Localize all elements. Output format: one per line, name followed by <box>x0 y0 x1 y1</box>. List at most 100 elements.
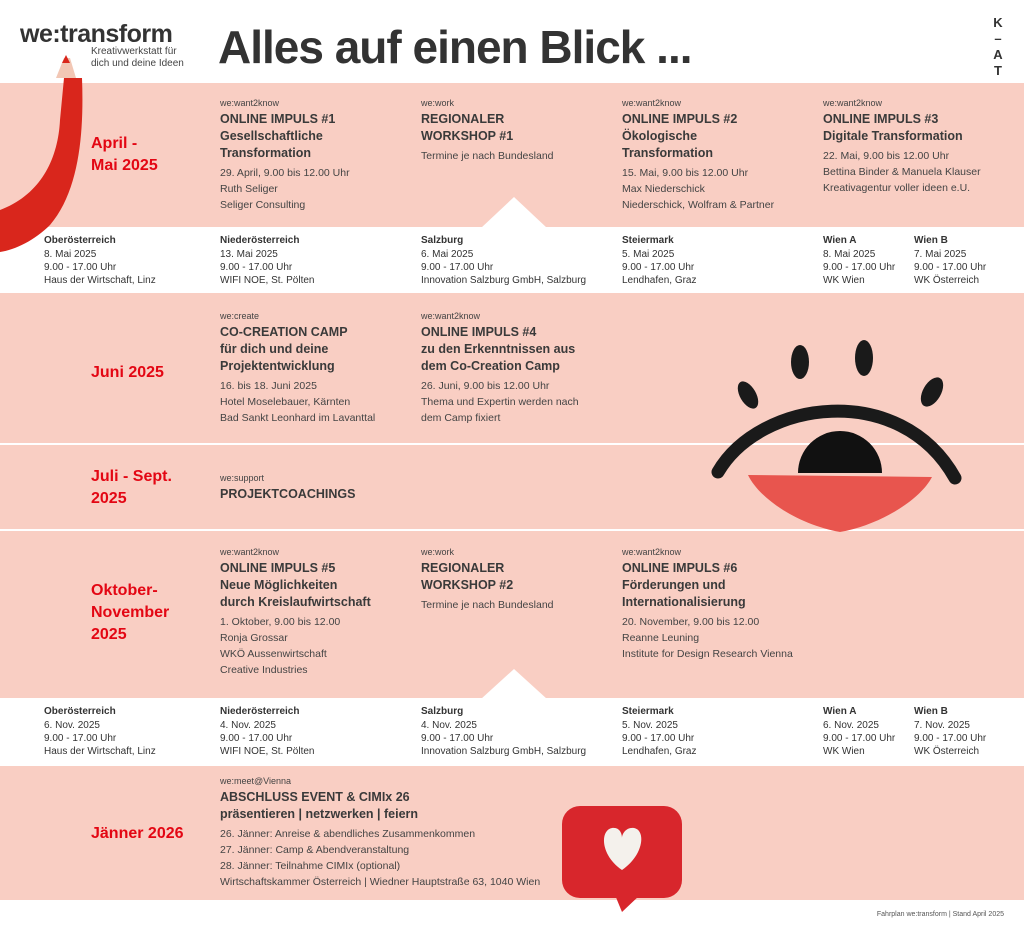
event-detail-line: Institute for Design Research Vienna <box>622 648 793 660</box>
region-name: Wien B <box>914 706 948 717</box>
kat-letter: K <box>993 15 1003 30</box>
event-title-line: ABSCHLUSS EVENT & CIMIx 26 <box>220 790 410 804</box>
event-title: PROJEKTCOACHINGS <box>220 486 415 503</box>
event-title-line: dem Co-Creation Camp <box>421 359 560 373</box>
event-detail-line: Reanne Leuning <box>622 632 700 644</box>
region-date: 7. Nov. 2025 <box>914 720 970 731</box>
event-category: we:meet@Vienna <box>220 776 292 786</box>
eye-icon <box>711 340 962 532</box>
event-detail-line: 26. Juni, 9.00 bis 12.00 Uhr <box>421 380 550 392</box>
region-name: Oberösterreich <box>44 235 116 246</box>
region-place: Lendhafen, Graz <box>622 275 697 286</box>
month-line: Mai 2025 <box>91 157 158 174</box>
event-title-line: ONLINE IMPULS #2 <box>622 112 738 126</box>
event-title-line: Projektentwicklung <box>220 359 335 373</box>
region-time: 9.00 - 17.00 Uhr <box>914 262 987 273</box>
month-label: April - Mai 2025 <box>91 133 158 177</box>
tagline-line: Kreativwerkstatt für <box>91 46 177 57</box>
month-label: Juni 2025 <box>91 362 164 384</box>
month-line: 2025 <box>91 490 127 507</box>
region-name: Niederösterreich <box>220 706 300 717</box>
month-line: Oktober- <box>91 582 158 599</box>
region-time: 9.00 - 17.00 Uhr <box>914 733 987 744</box>
event-title-line: WORKSHOP #1 <box>421 129 514 143</box>
event-title-line: Digitale Transformation <box>823 129 963 143</box>
event-title-line: REGIONALER <box>421 112 505 126</box>
region-time: 9.00 - 17.00 Uhr <box>220 733 293 744</box>
event-title-line: durch Kreislaufwirtschaft <box>220 595 371 609</box>
event-detail-line: Creative Industries <box>220 664 308 676</box>
event-details: Termine je nach Bundesland <box>421 148 616 164</box>
tagline-line: dich und deine Ideen <box>91 58 184 69</box>
region-date: 6. Mai 2025 <box>421 249 474 260</box>
kat-letter: A <box>993 47 1003 62</box>
region-place: Lendhafen, Graz <box>622 746 697 757</box>
region-time: 9.00 - 17.00 Uhr <box>622 262 695 273</box>
event-detail-line: Bad Sankt Leonhard im Lavanttal <box>220 412 376 424</box>
region-place: Innovation Salzburg GmbH, Salzburg <box>421 746 587 757</box>
region-place: WK Wien <box>823 275 865 286</box>
band-jaenner <box>0 766 1024 900</box>
event-detail-line: Bettina Binder & Manuela Klauser <box>823 166 981 178</box>
region-block: Oberösterreich 8. Mai 2025 9.00 - 17.00 Uh… <box>44 234 234 287</box>
month-line: April - <box>91 135 138 152</box>
event-title-line: REGIONALER <box>421 561 505 575</box>
event-details: Termine je nach Bundesland <box>421 597 616 613</box>
region-date: 13. Mai 2025 <box>220 249 278 260</box>
event-detail-line: Thema und Expertin werden nach <box>421 396 579 408</box>
event-detail-line: 26. Jänner: Anreise & abendliches Zusamm… <box>220 828 476 840</box>
event-detail-line: 1. Oktober, 9.00 bis 12.00 <box>220 616 341 628</box>
event-detail-line: Max Niederschick <box>622 183 705 195</box>
month-line: 2025 <box>91 626 127 643</box>
event-detail-line: Ronja Grossar <box>220 632 288 644</box>
event-detail-line: 16. bis 18. Juni 2025 <box>220 380 317 392</box>
region-time: 9.00 - 17.00 Uhr <box>44 262 117 273</box>
region-name: Steiermark <box>622 706 674 717</box>
region-name: Steiermark <box>622 235 674 246</box>
event-category: we:work <box>421 98 455 108</box>
region-date: 7. Mai 2025 <box>914 249 967 260</box>
band-oktober-november <box>0 531 1024 698</box>
region-date: 8. Mai 2025 <box>44 249 97 260</box>
event-detail-line: 15. Mai, 9.00 bis 12.00 Uhr <box>622 167 749 179</box>
event-category: we:create <box>220 311 260 321</box>
region-date: 6. Nov. 2025 <box>44 720 100 731</box>
kat-letter: T <box>994 63 1002 78</box>
event-title-line: Ökologische <box>622 129 698 143</box>
region-date: 4. Nov. 2025 <box>421 720 477 731</box>
region-time: 9.00 - 17.00 Uhr <box>44 733 117 744</box>
region-name: Wien A <box>823 235 857 246</box>
event-category: we:work <box>421 547 455 557</box>
region-date: 6. Nov. 2025 <box>823 720 879 731</box>
pencil-icon <box>0 55 83 252</box>
region-name: Salzburg <box>421 235 464 246</box>
event-detail-line: Termine je nach Bundesland <box>421 150 554 162</box>
event-title-line: Förderungen und <box>622 578 726 592</box>
event-detail-line: 20. November, 9.00 bis 12.00 <box>622 616 760 628</box>
region-time: 9.00 - 17.00 Uhr <box>823 733 896 744</box>
